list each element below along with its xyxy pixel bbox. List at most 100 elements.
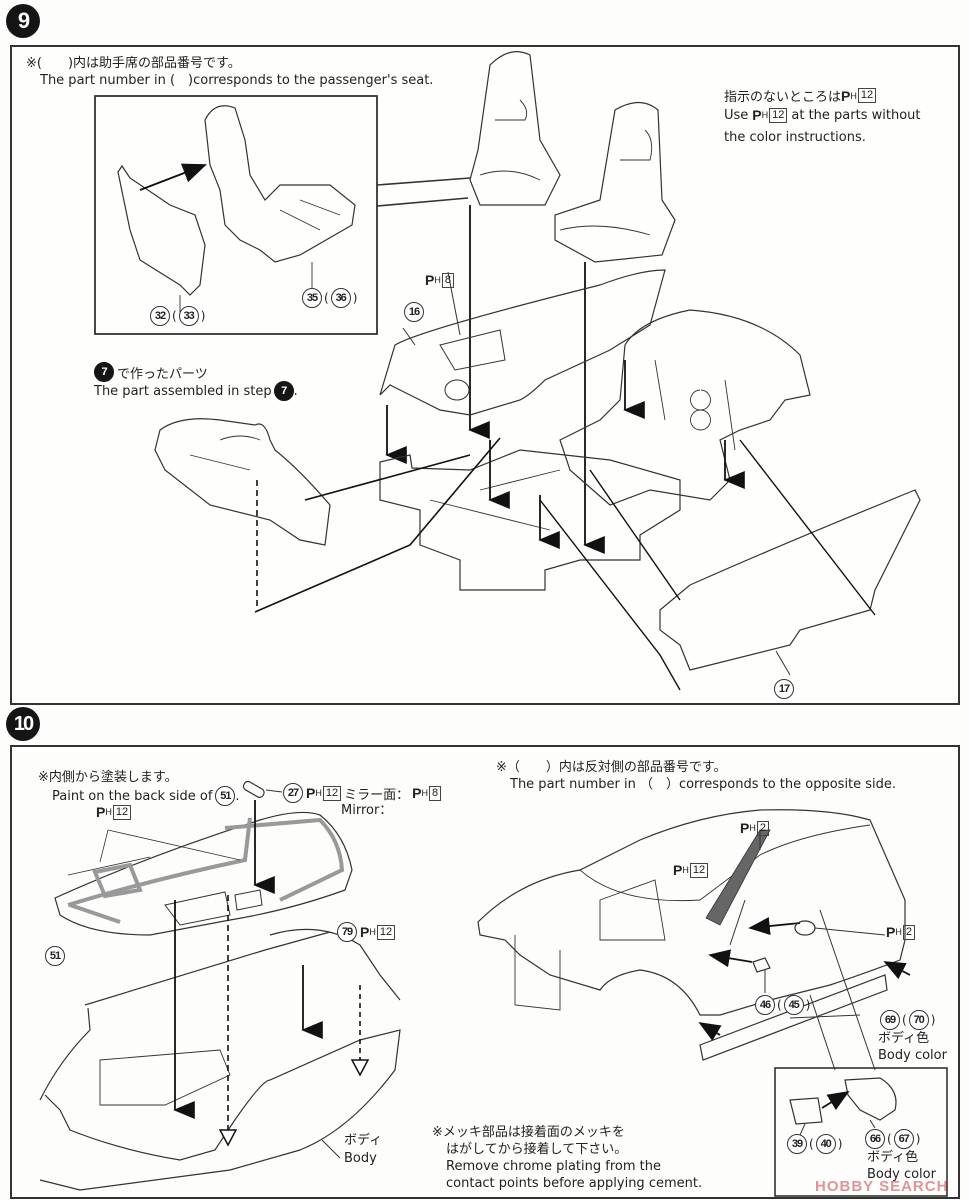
default-paint-note-en-line2: the color instructions. <box>724 130 866 145</box>
paren-close: ) <box>930 1013 936 1027</box>
paren-open: ( <box>172 309 177 323</box>
paint-h: H <box>421 788 428 798</box>
step-ref-jp-text: で作ったパーツ <box>117 366 208 382</box>
mirror-face-jp: ミラー面： <box>344 787 410 803</box>
paint-p: P <box>673 862 683 878</box>
paint-p: P <box>886 924 896 940</box>
paint-p: P <box>306 785 316 801</box>
paint-number: 12 <box>376 924 396 940</box>
paint-p: P <box>96 804 106 820</box>
chrome-note-jp-2: はがしてから接着して下さい。 <box>446 1142 628 1157</box>
car-body-shell <box>477 809 906 1016</box>
step-ref-badge: 7 <box>94 362 114 382</box>
part-number: 27 <box>283 783 303 803</box>
paint-h: H <box>682 865 689 875</box>
step-9-panel <box>10 45 960 705</box>
paint-p: P <box>425 272 435 288</box>
paren-close: ) <box>805 998 811 1012</box>
opposite-side-note-jp: ※（ ）内は反対側の部品番号です。 <box>496 760 727 775</box>
step-9-drawing <box>94 51 921 691</box>
part-number-alt: 67 <box>893 1129 914 1149</box>
front-seat-right <box>554 101 676 263</box>
paint-p: P <box>752 107 762 123</box>
part-label-39-40: 39(40) <box>787 1134 844 1154</box>
part-number-alt: 40 <box>815 1134 836 1154</box>
rear-side-panel <box>659 489 921 671</box>
part-number: 46 <box>755 995 775 1015</box>
inner-paint-period: . <box>235 788 240 804</box>
side-skirt <box>699 974 888 1061</box>
part-number: 17 <box>774 679 794 699</box>
paint-h: H <box>434 275 441 285</box>
mirror-body-color-en: Body color <box>867 1167 936 1182</box>
body-label-jp: ボディ <box>344 1133 383 1148</box>
paren-open: ( <box>324 291 329 305</box>
dashboard-guide-lines <box>254 437 501 613</box>
step-10-panel <box>10 745 960 1199</box>
paint-p: P <box>412 785 422 801</box>
seat-detail-inset <box>94 95 378 335</box>
part-number: 16 <box>404 302 424 322</box>
part-label-66-67: 66(67) <box>865 1129 922 1149</box>
step-10-badge: 10 <box>6 707 40 741</box>
step-ref-badge: 7 <box>273 381 294 401</box>
paint-number: 2 <box>756 820 769 836</box>
mirror-glass <box>789 1097 823 1125</box>
default-paint-jp-text: 指示のないところは <box>724 90 842 105</box>
step-10-drawing <box>39 780 948 1197</box>
paint-h: H <box>105 807 112 817</box>
paint-h: H <box>761 110 769 120</box>
paint-number: 8 <box>441 272 454 288</box>
step-7-ref-en: The part assembled in step 7 . <box>94 381 298 401</box>
mirror-body-color-jp: ボディ色 <box>867 1150 919 1165</box>
paint-p: P <box>740 820 750 836</box>
rear-seats <box>559 309 811 506</box>
inner-paint-en-text: Paint on the back side of <box>52 788 213 804</box>
paint-number: 12 <box>112 804 132 820</box>
step-ref-en-text: The part assembled in step <box>94 383 272 399</box>
part-label-16: 16 <box>404 302 424 322</box>
step-7-ref-jp: 7 で作ったパーツ <box>94 362 208 382</box>
paren-close: ) <box>915 1132 921 1146</box>
part-number-alt: 45 <box>783 995 804 1015</box>
part-number-alt: 36 <box>330 288 351 308</box>
part-label-51: 51 <box>45 946 65 966</box>
inset-callout-lines <box>376 177 471 207</box>
mirror-detail-inset <box>774 1067 948 1197</box>
passenger-seat-note-jp: ※( )内は助手席の部品番号です。 <box>26 56 241 71</box>
watermark: HOBBY SEARCH <box>815 1178 949 1195</box>
body-label-en: Body <box>344 1151 377 1166</box>
part-label-69-70: 69(70) <box>880 1010 937 1030</box>
default-paint-en-prefix: Use <box>724 107 749 123</box>
seat-back-pad <box>117 164 206 296</box>
paint-h: H <box>369 927 376 937</box>
part-number: 66 <box>865 1129 885 1149</box>
paint-number: 12 <box>857 88 877 103</box>
part-label-17: 17 <box>774 679 794 699</box>
part-label-46-45: 46(45) <box>755 995 812 1015</box>
paren-open: ( <box>777 998 782 1012</box>
paren-close: ) <box>837 1137 843 1151</box>
paren-close: ) <box>200 309 206 323</box>
paren-close: ) <box>352 291 358 305</box>
paint-number: 12 <box>689 862 709 878</box>
opposite-side-note-en: The part number in （ ）corresponds to the… <box>510 777 897 792</box>
paint-number: 8 <box>428 785 442 801</box>
paint-h: H <box>315 788 322 798</box>
passenger-seat-note-en: The part number in ( )corresponds to the… <box>40 73 434 88</box>
paint-p: P <box>360 924 370 940</box>
dashboard-assembly <box>154 418 331 546</box>
